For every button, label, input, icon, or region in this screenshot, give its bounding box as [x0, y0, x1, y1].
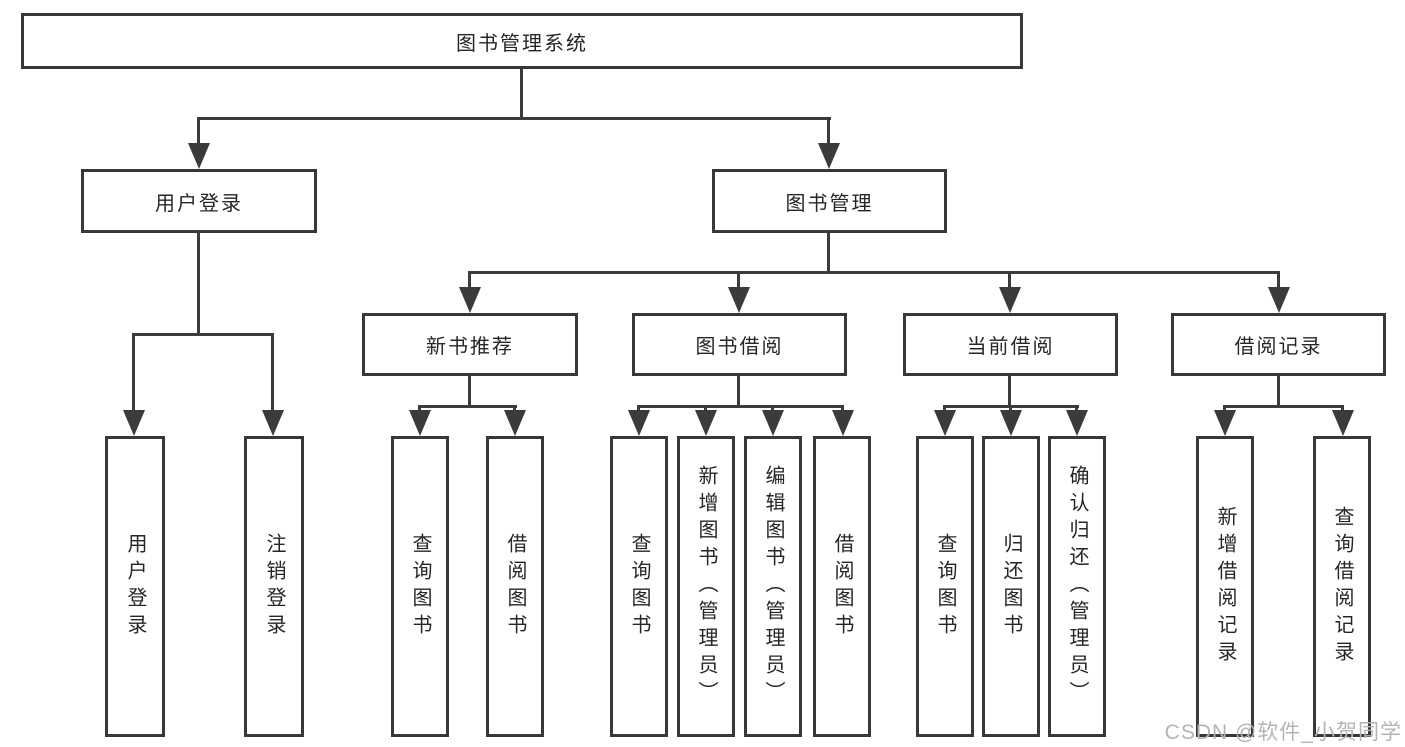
node-label: 用户登录	[124, 532, 146, 641]
node-label: 图书管理	[785, 192, 874, 215]
arrowhead-icon	[504, 410, 526, 436]
arrowhead-icon	[1066, 410, 1088, 436]
connector-user-login-bar	[132, 333, 274, 336]
node-label: 查询图书	[934, 532, 956, 641]
leaf-query-book: 查询图书	[610, 436, 668, 737]
node-label: 新增借阅记录	[1214, 505, 1236, 668]
arrowhead-icon	[762, 410, 784, 436]
connector-stem	[1008, 273, 1011, 289]
arrowhead-icon	[188, 143, 210, 169]
connector-new-book-stem	[468, 376, 471, 407]
connector-book-borrow-bar	[637, 405, 844, 408]
arrowhead-icon	[1214, 410, 1236, 436]
node-label: 图书管理系统	[456, 32, 588, 55]
connector-stem	[271, 335, 274, 412]
connector-stem	[1075, 407, 1078, 412]
connector-stem	[1009, 407, 1012, 412]
connector-borrow-records-bar	[1223, 405, 1344, 408]
leaf-user-login: 用户登录	[105, 436, 165, 737]
node-label: 确认归还（管理员）	[1066, 465, 1088, 708]
connector-stem	[737, 273, 740, 289]
leaf-logout: 注销登录	[244, 436, 304, 737]
node-label: 借阅记录	[1234, 336, 1323, 358]
arrowhead-icon	[459, 287, 481, 313]
node-book-management: 图书管理	[712, 169, 947, 233]
node-label: 注销登录	[263, 532, 285, 641]
connector-user-login-stem	[197, 233, 200, 335]
arrowhead-icon	[1332, 410, 1354, 436]
connector-current-borrow-bar	[943, 405, 1079, 408]
arrowhead-icon	[628, 410, 650, 436]
arrowhead-icon	[262, 410, 284, 436]
node-label: 新增图书（管理员）	[695, 465, 717, 708]
connector-stem	[841, 407, 844, 412]
connector-stem	[771, 407, 774, 412]
csdn-watermark: CSDN @软件_小贺同学	[1164, 721, 1402, 744]
node-label: 查询借阅记录	[1331, 505, 1353, 668]
node-borrow-records: 借阅记录	[1171, 313, 1386, 376]
connector-book-borrow-stem	[737, 376, 740, 407]
connector-current-borrow-stem	[1008, 376, 1011, 407]
node-label: 借阅图书	[831, 532, 853, 641]
arrowhead-icon	[409, 410, 431, 436]
connector-stem	[1277, 273, 1280, 289]
arrowhead-icon	[1268, 287, 1290, 313]
node-label: 新书推荐	[426, 336, 514, 358]
connector-root-stem	[520, 69, 523, 119]
node-label: 归还图书	[1000, 532, 1022, 641]
leaf-borrow-book: 借阅图书	[813, 436, 871, 737]
leaf-query-book-current: 查询图书	[916, 436, 974, 737]
leaf-query-borrow-record: 查询借阅记录	[1313, 436, 1371, 737]
connector-stem	[468, 273, 471, 289]
arrowhead-icon	[832, 410, 854, 436]
node-root-library-system: 图书管理系统	[21, 13, 1023, 69]
leaf-borrow-book-recommend: 借阅图书	[486, 436, 544, 737]
node-book-borrow: 图书借阅	[632, 313, 847, 376]
connector-stem	[943, 407, 946, 412]
node-new-book-recommend: 新书推荐	[362, 313, 578, 376]
node-current-borrow: 当前借阅	[903, 313, 1118, 376]
arrowhead-icon	[818, 143, 840, 169]
connector-stem	[704, 407, 707, 412]
node-label: 当前借阅	[966, 336, 1055, 358]
arrowhead-icon	[1000, 410, 1022, 436]
leaf-add-book-admin: 新增图书（管理员）	[677, 436, 735, 737]
arrowhead-icon	[695, 410, 717, 436]
connector-root-bar	[197, 117, 831, 120]
connector-stem	[1341, 407, 1344, 412]
connector-stem	[1223, 407, 1226, 412]
connector-stem	[513, 407, 516, 412]
leaf-confirm-return-admin: 确认归还（管理员）	[1048, 436, 1106, 737]
node-user-login: 用户登录	[81, 169, 317, 233]
connector-borrow-records-stem	[1277, 376, 1280, 407]
connector-stem	[197, 119, 200, 145]
node-label: 查询图书	[409, 532, 431, 641]
leaf-return-book: 归还图书	[982, 436, 1040, 737]
connector-book-mgmt-stem	[827, 233, 830, 273]
leaf-query-book-recommend: 查询图书	[391, 436, 449, 737]
node-label: 用户登录	[155, 192, 243, 215]
connector-stem	[418, 407, 421, 412]
leaf-add-borrow-record: 新增借阅记录	[1196, 436, 1254, 737]
node-label: 借阅图书	[504, 532, 526, 641]
connector-book-mgmt-bar	[468, 271, 1280, 274]
node-label: 图书借阅	[695, 336, 784, 358]
connector-stem	[132, 335, 135, 412]
connector-stem	[637, 407, 640, 412]
arrowhead-icon	[999, 287, 1021, 313]
arrowhead-icon	[123, 410, 145, 436]
node-label: 编辑图书（管理员）	[762, 465, 784, 708]
arrowhead-icon	[934, 410, 956, 436]
arrowhead-icon	[728, 287, 750, 313]
connector-stem	[827, 119, 830, 145]
node-label: 查询图书	[628, 532, 650, 641]
connector-new-book-bar	[418, 405, 517, 408]
leaf-edit-book-admin: 编辑图书（管理员）	[744, 436, 802, 737]
